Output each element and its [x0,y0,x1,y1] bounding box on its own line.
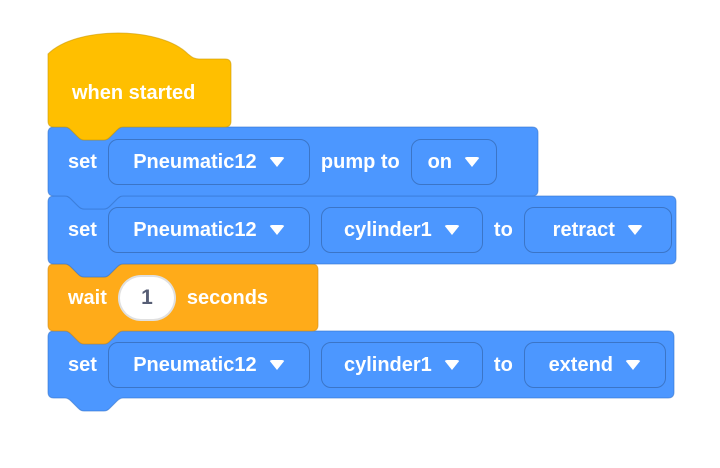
pump-to-label: pump to [320,150,400,173]
block-wait[interactable]: wait 1 seconds [47,263,319,345]
block-set-cylinder-extend[interactable]: set Pneumatic12 cylinder1 to extend [47,330,675,412]
duration-input[interactable]: 1 [117,274,176,321]
wait-label: wait [68,286,107,309]
dropdown-arrow-icon [626,225,643,235]
cylinder-dropdown-value: cylinder1 [343,219,432,241]
dropdown-arrow-icon [268,359,285,370]
device-dropdown[interactable]: Pneumatic12 [107,138,310,185]
to-label: to [493,219,513,241]
dropdown-arrow-icon [268,225,285,235]
when-started-label: when started [72,82,196,104]
block-when-started[interactable]: when started [47,32,232,141]
set-label: set [68,353,97,376]
cylinder-state-value: extend [548,353,614,376]
dropdown-arrow-icon [625,359,642,370]
cylinder-dropdown-value: cylinder1 [343,353,432,376]
cylinder-dropdown[interactable]: cylinder1 [320,341,483,388]
pump-state-value: on [427,150,452,173]
dropdown-arrow-icon [464,156,480,167]
pump-state-dropdown[interactable]: on [410,138,497,185]
block-set-pump[interactable]: set Pneumatic12 pump to on [47,126,539,210]
device-dropdown-value: Pneumatic12 [133,353,257,376]
to-label: to [493,353,513,376]
duration-value: 1 [141,286,153,309]
device-dropdown[interactable]: Pneumatic12 [107,341,310,388]
cylinder-state-dropdown[interactable]: retract [523,207,672,253]
device-dropdown[interactable]: Pneumatic12 [107,207,310,253]
device-dropdown-value: Pneumatic12 [133,219,257,241]
cylinder-state-dropdown[interactable]: extend [523,341,666,388]
seconds-label: seconds [186,286,269,309]
set-label: set [68,150,97,173]
dropdown-arrow-icon [443,225,460,235]
device-dropdown-value: Pneumatic12 [133,150,257,173]
cylinder-state-value: retract [552,219,615,241]
block-set-cylinder-retract[interactable]: set Pneumatic12 cylinder1 to retract [47,195,677,278]
cylinder-dropdown[interactable]: cylinder1 [320,207,483,253]
dropdown-arrow-icon [268,156,285,167]
dropdown-arrow-icon [443,359,460,370]
set-label: set [68,219,97,241]
